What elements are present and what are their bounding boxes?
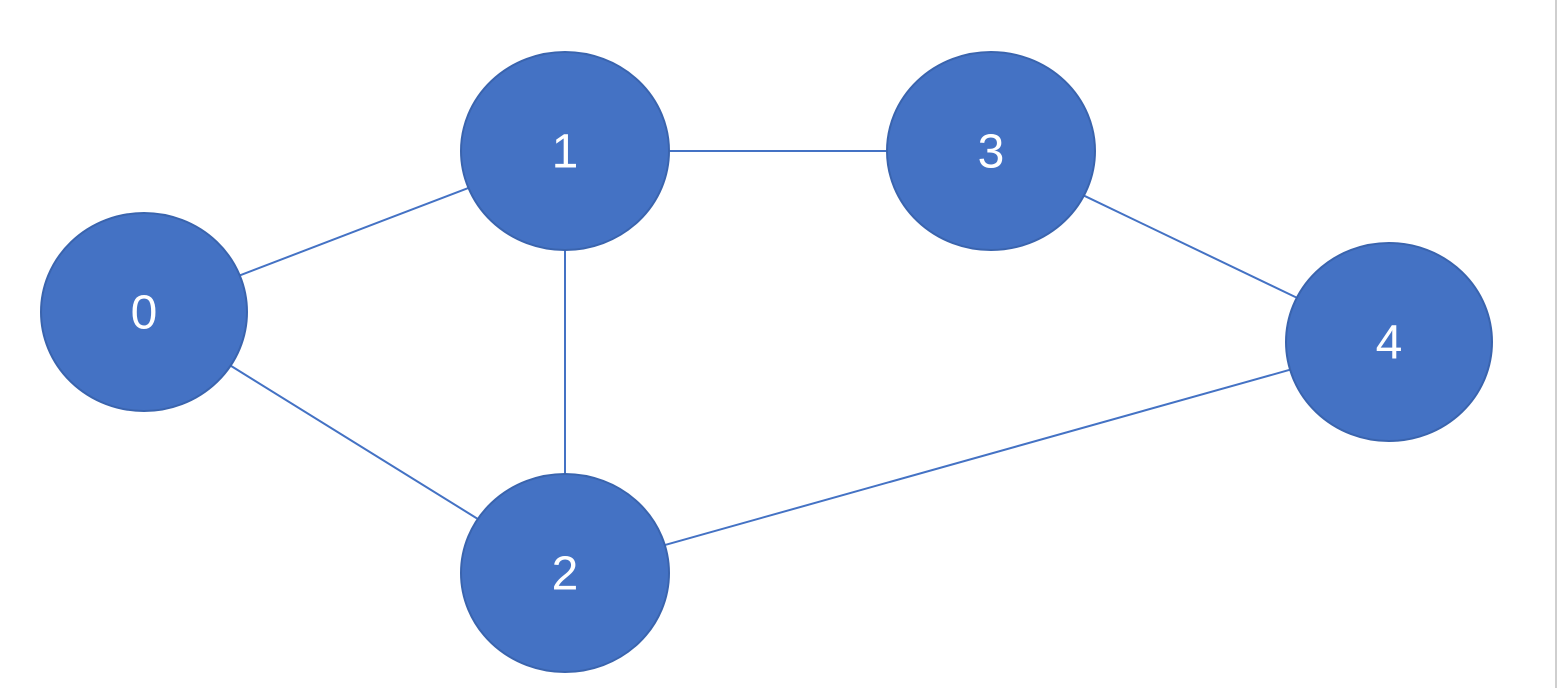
node-4-label: 4 (1376, 317, 1403, 370)
edge-0-2 (230, 364, 479, 520)
node-3: 3 (886, 51, 1096, 251)
node-4: 4 (1285, 242, 1493, 442)
right-border (1555, 0, 1557, 688)
node-2-circle (460, 473, 670, 673)
edges-layer (230, 150, 1298, 546)
node-0-label: 0 (131, 287, 158, 340)
edge-3-4 (1083, 194, 1298, 299)
edge-2-4 (664, 368, 1291, 546)
node-0-circle (40, 212, 248, 412)
node-3-label: 3 (978, 126, 1005, 179)
nodes-layer: 0 1 2 3 4 (40, 51, 1493, 673)
node-1-label: 1 (552, 126, 579, 179)
node-0: 0 (40, 212, 248, 412)
node-3-circle (886, 51, 1096, 251)
node-4-circle (1285, 242, 1493, 442)
node-2-label: 2 (552, 548, 579, 601)
node-2: 2 (460, 473, 670, 673)
node-1-circle (460, 51, 670, 251)
edge-0-1 (239, 186, 469, 277)
node-1: 1 (460, 51, 670, 251)
